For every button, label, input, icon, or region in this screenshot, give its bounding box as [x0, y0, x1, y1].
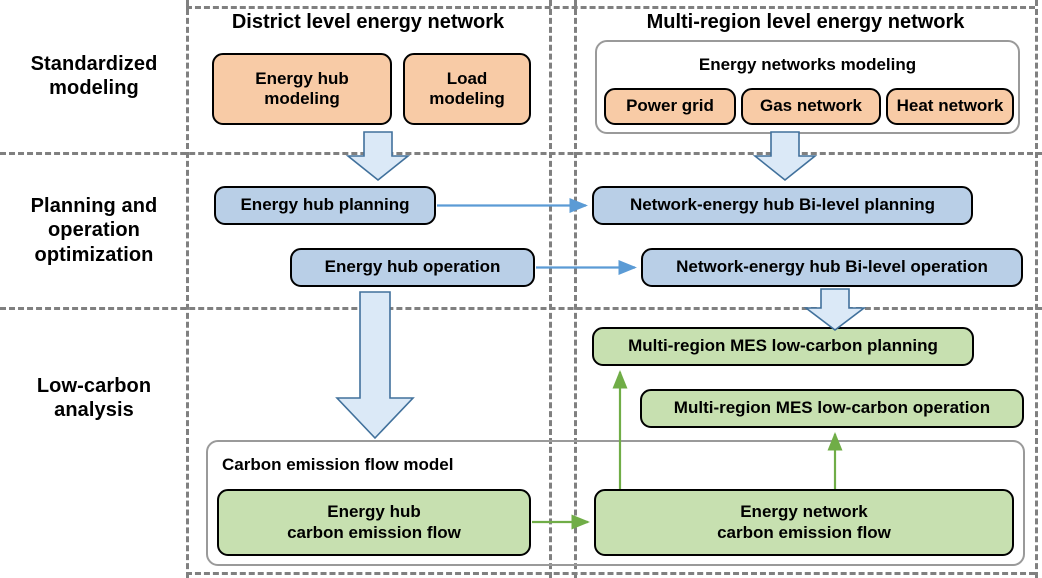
- frame-energy-networks-modeling: [595, 40, 1020, 134]
- block-arrow-district-operation-to-cef: [335, 291, 415, 440]
- node-gas-network[interactable]: Gas network: [741, 88, 881, 125]
- node-energy-network-carbon-emission-flow[interactable]: Energy network carbon emission flow: [594, 489, 1014, 556]
- node-power-grid[interactable]: Power grid: [604, 88, 736, 125]
- node-label-line: modeling: [264, 89, 340, 108]
- node-load-modeling[interactable]: Load modeling: [403, 53, 531, 125]
- band-title-line: analysis: [54, 399, 134, 422]
- node-mr-mes-lowcarbon-operation[interactable]: Multi-region MES low-carbon operation: [640, 389, 1024, 428]
- node-energy-hub-operation[interactable]: Energy hub operation: [290, 248, 535, 287]
- band-title-line: modeling: [49, 77, 139, 100]
- node-label-line: carbon emission flow: [287, 522, 461, 542]
- node-network-hub-bilevel-operation[interactable]: Network-energy hub Bi-level operation: [641, 248, 1023, 287]
- node-network-hub-bilevel-planning[interactable]: Network-energy hub Bi-level planning: [592, 186, 973, 225]
- divider-horizontal-band1: [0, 152, 1042, 155]
- block-arrow-multiregion-modeling-to-planning: [752, 131, 818, 182]
- node-label-line: carbon emission flow: [717, 522, 891, 542]
- divider-horizontal-top: [186, 6, 1035, 9]
- node-label-line: Energy hub: [255, 68, 349, 88]
- node-mr-mes-lowcarbon-planning[interactable]: Multi-region MES low-carbon planning: [592, 327, 974, 366]
- node-energy-hub-planning[interactable]: Energy hub planning: [214, 186, 436, 225]
- divider-vertical-mid-right: [574, 0, 577, 578]
- frame-carbon-emission-flow-model: [206, 440, 1025, 566]
- node-energy-hub-modeling[interactable]: Energy hub modeling: [212, 53, 392, 125]
- node-energy-hub-carbon-emission-flow[interactable]: Energy hub carbon emission flow: [217, 489, 531, 556]
- node-label-line: Load: [446, 68, 488, 88]
- band-title-standardized-modeling: Standardized modeling: [6, 52, 182, 101]
- block-arrow-multiregion-operation-to-lowcarbon: [803, 288, 867, 332]
- divider-vertical-left: [186, 0, 189, 578]
- node-label-line: Energy network: [740, 502, 868, 522]
- band-title-line: Low-carbon: [36, 375, 152, 397]
- divider-vertical-mid-left: [549, 0, 552, 578]
- band-title-low-carbon-analysis: Low-carbon analysis: [6, 374, 182, 423]
- frame-label-carbon-emission-flow-model: Carbon emission flow model: [222, 455, 454, 474]
- divider-horizontal-bottom: [186, 572, 1035, 575]
- column-header-district: District level energy network: [231, 11, 505, 33]
- node-label-line: modeling: [429, 89, 505, 108]
- block-arrow-district-modeling-to-planning: [345, 131, 411, 182]
- frame-label-energy-networks-modeling: Energy networks modeling: [698, 55, 917, 74]
- divider-horizontal-band2: [0, 307, 1042, 310]
- band-title-line: optimization: [34, 243, 154, 266]
- divider-vertical-right: [1035, 0, 1038, 578]
- band-title-line: Standardized: [30, 53, 158, 75]
- band-title-line: Planning and: [30, 195, 158, 217]
- band-title-planning-operation: Planning and operation optimization: [6, 194, 182, 267]
- band-title-line: operation: [47, 219, 140, 242]
- node-heat-network[interactable]: Heat network: [886, 88, 1014, 125]
- node-label-line: Energy hub: [327, 502, 421, 522]
- column-header-multiregion: Multi-region level energy network: [646, 11, 965, 33]
